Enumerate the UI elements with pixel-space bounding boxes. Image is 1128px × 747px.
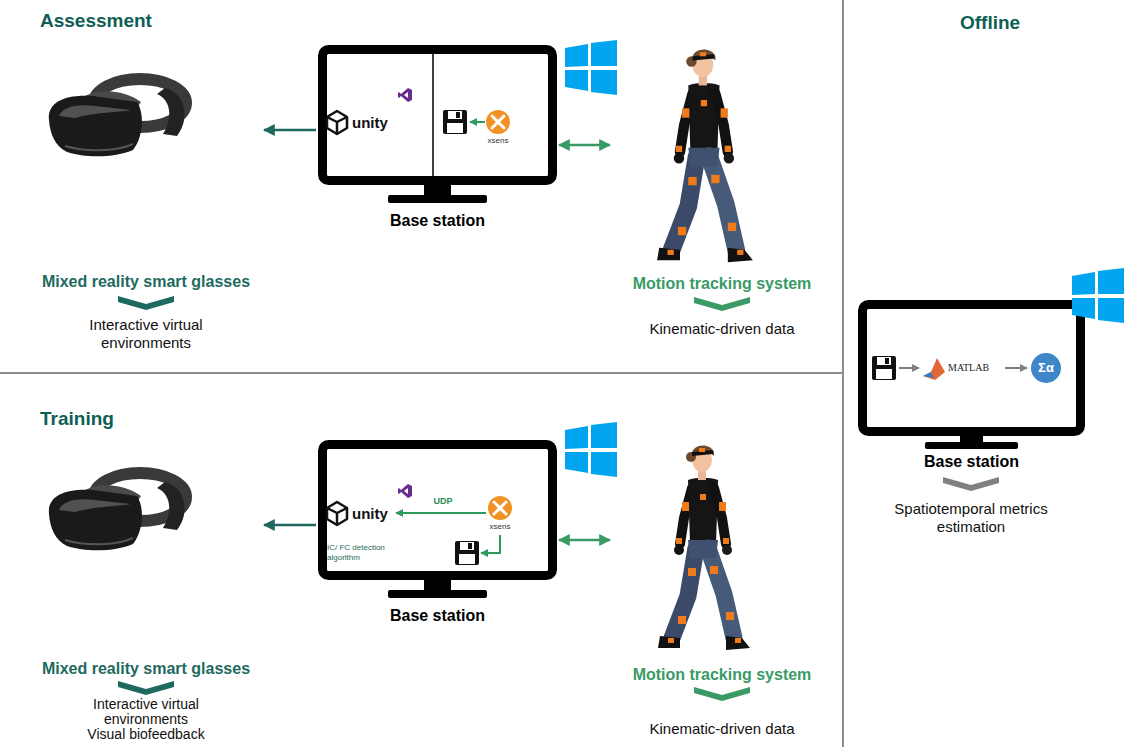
windows-logo — [565, 422, 617, 477]
logo-text: xsens — [484, 136, 512, 145]
screen-icons — [327, 484, 512, 565]
station-output: Spatiotemporal metrics estimation — [886, 500, 1056, 536]
display-arrow — [264, 524, 316, 527]
smart-glasses-node: Mixed reality smart glassesInteractive v… — [30, 440, 262, 745]
teal-chevron — [118, 681, 174, 695]
base-station-node: Base station unity UDP xsensIC/ FC detectio… — [318, 440, 557, 625]
assessment-panel: AssessmentMixed reality smart glassesInt… — [0, 0, 843, 373]
windows-logo — [1072, 268, 1124, 323]
section-title: Training — [40, 408, 240, 430]
base-station-node: Base station MATLAB ΣαSpatiotemporal metri… — [850, 295, 1093, 550]
device-output: Kinematic-driven data — [612, 320, 832, 338]
station-label: Base station — [850, 453, 1093, 471]
monitor-symbol — [323, 445, 553, 599]
station-label: Base station — [318, 607, 557, 625]
logo-text: unity — [352, 114, 412, 132]
device-label: Mixed reality smart glasses — [30, 660, 262, 678]
walker-picture — [658, 445, 750, 650]
smart-glasses-picture — [49, 79, 186, 156]
display-arrow — [264, 129, 316, 132]
green-chevron — [694, 687, 750, 701]
motion-tracking-node: Motion tracking systemKinematic-driven d… — [612, 45, 832, 345]
algorithm-note: IC/ FC detection algorithm — [327, 543, 402, 563]
device-output: Interactive virtual environments — [71, 697, 221, 727]
green-chevron — [694, 297, 750, 311]
section-title: Assessment — [40, 10, 240, 32]
logo-text: Σα — [1032, 360, 1060, 376]
divider-lines — [0, 0, 843, 747]
motion-tracking-node: Motion tracking systemKinematic-driven d… — [612, 440, 832, 745]
windows-logo — [565, 40, 617, 95]
device-output: Kinematic-driven data — [612, 720, 832, 738]
screen-icons — [327, 53, 510, 177]
device-output: Interactive virtual environments — [71, 316, 221, 352]
data-link-arrow — [559, 539, 610, 542]
protocol-label: UDP — [428, 496, 458, 507]
smart-glasses-picture — [49, 473, 186, 550]
device-output: Visual biofeedback — [30, 727, 262, 742]
offline-panel: OfflineBase station MATLAB ΣαSpatiotempora… — [844, 0, 1128, 747]
section-title: Offline — [960, 12, 1100, 34]
teal-chevron — [118, 296, 174, 310]
walker-picture — [657, 49, 753, 262]
base-station-node: Base station unity xsens — [318, 45, 557, 235]
data-link-arrow — [559, 144, 610, 147]
logo-text: unity — [352, 505, 412, 523]
training-panel: TrainingMixed reality smart glassesInter… — [0, 374, 843, 747]
smart-glasses-node: Mixed reality smart glassesInteractive v… — [30, 45, 262, 365]
screen-icons — [872, 353, 1061, 383]
device-label: Motion tracking system — [612, 666, 832, 684]
logo-text: MATLAB — [948, 362, 1008, 374]
device-label: Mixed reality smart glasses — [30, 273, 262, 291]
station-label: Base station — [318, 212, 557, 230]
monitor-symbol — [863, 305, 1081, 450]
grey-chevron — [943, 477, 999, 491]
logo-text: xsens — [486, 522, 514, 531]
device-label: Motion tracking system — [612, 275, 832, 293]
monitor-symbol — [323, 50, 553, 204]
